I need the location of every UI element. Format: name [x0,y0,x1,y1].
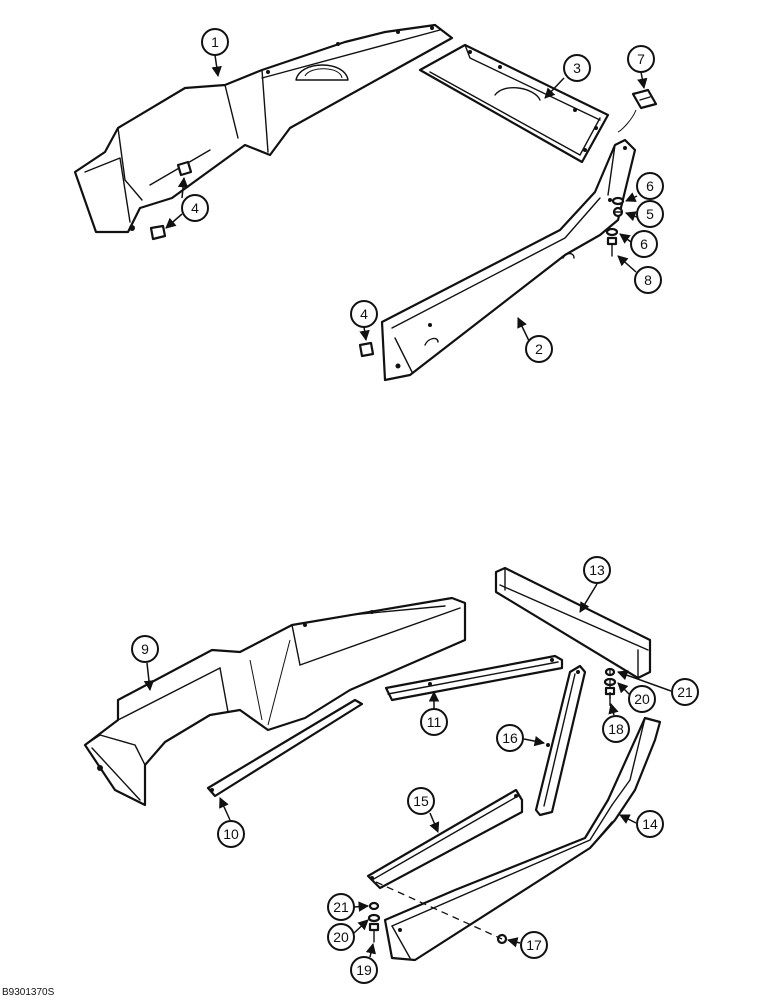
callout-15-label: 15 [413,793,429,809]
callout-4-b-label: 4 [360,306,368,322]
callout-1-label: 1 [211,34,219,50]
angle-rail-13 [494,566,652,680]
cross-bar-11 [384,654,564,702]
callout-7: 7 [627,45,655,73]
callout-16: 16 [496,724,524,752]
callout-21-a: 21 [671,678,699,706]
washer-6-upper [611,196,625,206]
callout-20-a-label: 20 [634,691,650,707]
callout-21-a-label: 21 [677,684,693,700]
callout-15: 15 [407,787,435,815]
strap-16 [534,664,587,817]
callout-14-label: 14 [642,816,658,832]
figure-reference: B9301370S [2,987,55,998]
callout-11: 11 [420,708,448,736]
callout-4-b: 4 [350,300,378,328]
callout-3: 3 [563,54,591,82]
clip-nut [617,88,658,133]
callout-2-label: 2 [535,341,543,357]
callout-10: 10 [217,820,245,848]
callout-18: 18 [602,715,630,743]
callout-20-b-label: 20 [333,929,349,945]
fender-panel-left [73,23,454,234]
callout-8: 8 [634,266,662,294]
callout-9-label: 9 [141,641,149,657]
rubber-block-a [176,160,193,177]
rubber-block-b [149,224,167,241]
callout-6-a-label: 6 [646,178,654,194]
bolt-19 [368,922,380,943]
fender-frame-left [83,596,467,807]
callout-19-label: 19 [356,962,372,978]
callout-21-b: 21 [327,893,355,921]
callout-21-b-label: 21 [333,899,349,915]
callout-19: 19 [350,956,378,984]
callout-8-label: 8 [644,272,652,288]
fender-panel-right [380,138,637,382]
bar-15 [366,788,524,890]
callout-16-label: 16 [502,730,518,746]
callout-20-b: 20 [327,923,355,951]
callout-7-label: 7 [637,51,645,67]
callout-6-b-label: 6 [640,236,648,252]
leader-lines [143,54,672,958]
callout-11-label: 11 [427,714,442,730]
washer-6-lower [605,227,619,237]
callout-2: 2 [525,335,553,363]
washer-21-lower [368,901,380,911]
callout-5-label: 5 [646,206,654,222]
callout-4-a-label: 4 [191,200,199,216]
rubber-block-c [358,341,375,358]
callout-3-label: 3 [573,60,581,76]
callout-4-a: 4 [181,194,209,222]
callout-1: 1 [201,28,229,56]
washer-20-lower [367,913,381,923]
callout-14: 14 [636,810,664,838]
brace-10 [206,698,364,798]
callout-17-label: 17 [526,937,542,953]
cover-panel [418,43,610,164]
callout-10-label: 10 [223,826,239,842]
bolt-8 [606,236,618,257]
fender-frame-right [383,716,662,962]
bolt-5 [612,206,624,218]
callout-6-b: 6 [630,230,658,258]
callout-6-a: 6 [636,172,664,200]
callout-20-a: 20 [628,685,656,713]
callout-13: 13 [583,556,611,584]
callout-13-label: 13 [589,562,605,578]
callout-18-label: 18 [608,721,624,737]
callout-17: 17 [520,931,548,959]
callout-9: 9 [131,635,159,663]
callout-5: 5 [636,200,664,228]
